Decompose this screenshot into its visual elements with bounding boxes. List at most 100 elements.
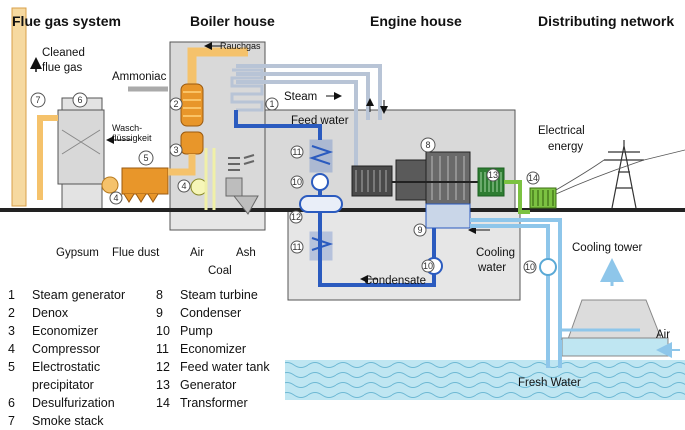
section-distributing-network: Distributing network: [538, 13, 674, 29]
marker-9: [413, 223, 427, 237]
marker-7-label: 7: [35, 95, 40, 105]
power-line: [504, 180, 530, 214]
feed-water-tank: [299, 195, 343, 213]
label-ammoniac: Ammoniac: [112, 71, 167, 83]
label-air-tower: Air: [656, 329, 670, 341]
pump-10-cooling: [539, 258, 557, 276]
smoke-stack: [11, 7, 27, 207]
marker-11-upper-label: 11: [292, 147, 301, 157]
marker-12: [289, 210, 303, 224]
desulfurization-hatch: [61, 129, 101, 155]
marker-10-cooling: [523, 260, 537, 274]
label-energy: energy: [548, 141, 583, 153]
transformer-fins: [532, 190, 554, 206]
marker-14-label: 14: [528, 173, 538, 183]
electrostatic-precipitator: [121, 167, 169, 195]
label-ash: Ash: [236, 247, 256, 259]
turbine-mp: [395, 159, 427, 201]
marker-8: [420, 137, 436, 153]
marker-4b: [177, 179, 191, 193]
label-cooling-tower: Cooling tower: [572, 242, 642, 254]
marker-11-lower-label: 11: [292, 242, 301, 252]
steam-line-1: [236, 64, 382, 120]
boiler-base: [169, 209, 266, 231]
flue-duct-down: [168, 154, 196, 176]
label-condensate: Condensate: [364, 275, 426, 287]
label-fluessigkeit: flüssigkeit: [112, 133, 152, 143]
steam-generator-coil: [230, 68, 264, 112]
marker-4a-label: 4: [113, 193, 118, 203]
marker-10-lower-label: 10: [423, 261, 433, 271]
precipitator-hoppers: [123, 193, 159, 203]
marker-8-label: 8: [425, 140, 430, 150]
coal-mill: [225, 177, 243, 197]
marker-11-lower: [290, 240, 304, 254]
label-rauchgas: Rauchgas: [220, 41, 261, 51]
generator-stripes: [480, 172, 502, 192]
marker-7: [30, 92, 46, 108]
steam-line-3: [236, 80, 358, 170]
label-feed-water: Feed water: [291, 115, 349, 127]
marker-5-label: 5: [143, 153, 148, 163]
marker-6: [72, 92, 88, 108]
marker-3-label: 3: [173, 145, 178, 155]
label-flue-gas: flue gas: [42, 62, 83, 74]
economizer-unit: [180, 131, 204, 155]
burners: [228, 154, 255, 171]
label-steam: Steam: [284, 91, 317, 103]
legend-item: precipitator: [32, 378, 94, 392]
marker-13-label: 13: [488, 170, 498, 180]
marker-10-cooling-label: 10: [525, 262, 535, 272]
marker-4b-label: 4: [181, 181, 186, 191]
marker-10-upper-label: 10: [292, 177, 302, 187]
label-gypsum: Gypsum: [56, 247, 99, 259]
power-cables: [555, 149, 685, 195]
label-wasch: Wasch-: [112, 123, 142, 133]
marker-6-label: 6: [77, 95, 82, 105]
marker-10-lower: [421, 259, 435, 273]
label-electrical: Electrical: [538, 125, 585, 137]
label-water: water: [477, 262, 506, 274]
fresh-water-intake: [546, 340, 562, 368]
label-air: Air: [190, 247, 204, 259]
turbine-hp-blades: [355, 170, 387, 192]
marker-11-upper: [290, 145, 304, 159]
label-flue-dust: Flue dust: [112, 247, 160, 259]
economizer-11-lower-coil: [311, 237, 334, 251]
condenser: [425, 203, 471, 229]
ash-hopper: [232, 195, 259, 215]
label-cooling: Cooling: [476, 247, 515, 259]
marker-13: [486, 168, 500, 182]
marker-2-label: 2: [173, 99, 178, 109]
marker-12-label: 12: [291, 212, 301, 222]
section-flue-gas-system: Flue gas system: [12, 13, 121, 29]
condensate-line: [318, 226, 436, 287]
feed-water-in: [234, 110, 322, 140]
marker-1-label: 1: [269, 99, 274, 109]
desulfurization-unit: [57, 109, 105, 185]
marker-1: [265, 97, 279, 111]
pump-10-upper: [311, 173, 329, 191]
marker-3: [169, 143, 183, 157]
label-coal: Coal: [208, 265, 232, 277]
fresh-water-waves: [285, 360, 685, 400]
air-duct: [204, 148, 216, 210]
section-engine-house: Engine house: [370, 13, 462, 29]
section-boiler-house: Boiler house: [190, 13, 275, 29]
transmission-pylon: [604, 140, 644, 209]
marker-14: [526, 171, 540, 185]
